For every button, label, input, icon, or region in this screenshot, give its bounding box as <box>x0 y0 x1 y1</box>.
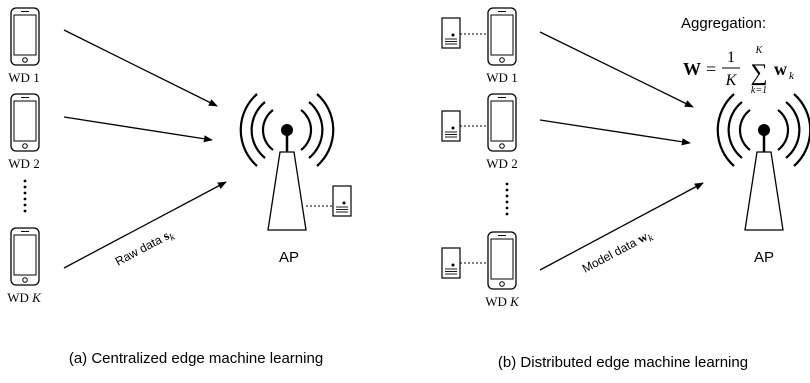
access-point-tower-icon <box>716 92 810 232</box>
wireless-device-2-icon <box>10 93 40 152</box>
device-2-label: WD 2 <box>486 156 517 171</box>
distributed-panel: WD 1 WD 2 WD K Model data wk AP Aggregat… <box>441 7 810 371</box>
model-data-label: Model data wk <box>579 226 656 278</box>
edge-server-icon <box>332 185 352 217</box>
wireless-device-2-icon <box>487 93 517 152</box>
caption-centralized: (a) Centralized edge machine learning <box>69 350 323 367</box>
wireless-device-k-icon <box>10 227 40 286</box>
aggregation-formula: W = 1 K K ∑ k=1 w k <box>683 45 795 96</box>
formula-lhs: W <box>683 59 701 79</box>
uplink-arrow-1 <box>63 29 218 107</box>
device-k-label: WD K <box>485 294 520 309</box>
aggregation-title: Aggregation: <box>681 15 766 32</box>
formula-sum-lower: k=1 <box>751 85 767 96</box>
ap-label: AP <box>279 249 299 266</box>
ellipsis-dots <box>23 179 27 213</box>
formula-sum-symbol: ∑ <box>750 60 767 86</box>
raw-data-label: Raw data sk <box>112 225 177 271</box>
ellipsis-dots <box>505 182 509 216</box>
local-server-2-icon <box>441 110 461 142</box>
ap-label: AP <box>754 249 774 266</box>
uplink-arrow-k <box>63 181 227 269</box>
wireless-device-k-icon <box>487 231 517 290</box>
formula-numerator: 1 <box>727 49 735 66</box>
uplink-arrow-1 <box>539 31 694 108</box>
formula-term-sub: k <box>789 70 795 82</box>
formula-denominator: K <box>725 72 738 89</box>
centralized-panel: WD 1 WD 2 WD K Raw data sk AP (a) Centra… <box>7 7 352 367</box>
device-2-label: WD 2 <box>8 156 39 171</box>
device-1-label: WD 1 <box>486 70 517 85</box>
local-server-1-icon <box>441 17 461 49</box>
wireless-device-1-icon <box>10 7 40 66</box>
device-1-label: WD 1 <box>8 70 39 85</box>
formula-sum-upper: K <box>755 45 764 56</box>
local-server-k-icon <box>441 247 461 279</box>
caption-distributed: (b) Distributed edge machine learning <box>498 354 748 371</box>
formula-equals: = <box>706 59 716 79</box>
uplink-arrow-2 <box>63 116 213 143</box>
uplink-arrow-2 <box>539 119 691 146</box>
uplink-arrow-k <box>539 182 704 271</box>
wireless-device-1-icon <box>487 7 517 66</box>
formula-term: w <box>774 59 787 79</box>
device-k-label: WD K <box>7 290 42 305</box>
access-point-tower-icon <box>239 92 335 232</box>
